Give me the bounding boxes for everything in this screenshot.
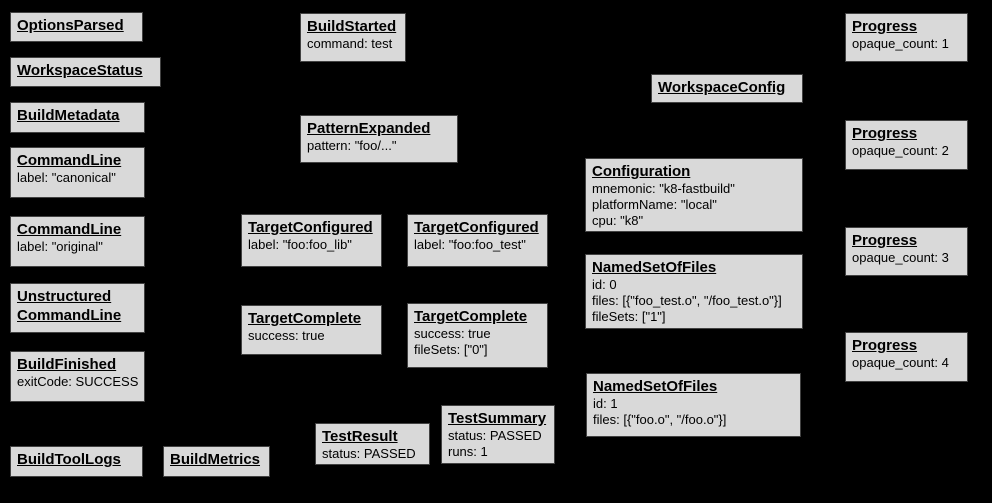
box-field: opaque_count: 2 [852,143,949,158]
box-target-complete-foo-lib: TargetComplete success: true [241,305,382,355]
box-title: TargetComplete [414,308,528,325]
box-field: files: [{"foo_test.o", "/foo_test.o"}] [592,293,782,308]
box-field: label: "foo:foo_lib" [248,237,352,252]
box-title: TargetComplete [248,310,362,327]
box-field: opaque_count: 4 [852,355,949,370]
box-field: mnemonic: "k8-fastbuild" [592,181,735,196]
box-named-set-of-files-1: NamedSetOfFiles id: 1 files: [{"foo.o", … [586,373,801,437]
box-title: Unstructured CommandLine [17,288,122,324]
box-field: success: true [414,326,491,341]
box-build-started: BuildStarted command: test [300,13,406,62]
box-title: PatternExpanded [307,120,431,137]
box-test-result: TestResult status: PASSED [315,423,430,465]
box-title: WorkspaceStatus [17,62,143,79]
box-build-finished: BuildFinished exitCode: SUCCESS [10,351,145,402]
box-title: Configuration [592,163,691,180]
box-field: status: PASSED [448,428,542,443]
box-command-line-canonical: CommandLine label: "canonical" [10,147,145,198]
box-title: TargetConfigured [248,219,373,236]
box-build-tool-logs: BuildToolLogs [10,446,143,477]
box-title: BuildMetadata [17,107,120,124]
box-build-metadata: BuildMetadata [10,102,145,133]
box-field: label: "foo:foo_test" [414,237,526,252]
box-field: opaque_count: 1 [852,36,949,51]
box-title: CommandLine [17,152,122,169]
box-field: label: "original" [17,239,103,254]
box-pattern-expanded: PatternExpanded pattern: "foo/..." [300,115,458,163]
box-progress-3: Progress opaque_count: 3 [845,227,968,276]
box-target-complete-foo-test: TargetComplete success: true fileSets: [… [407,303,548,368]
box-field: pattern: "foo/..." [307,138,397,153]
box-title: WorkspaceConfig [658,79,786,96]
box-progress-2: Progress opaque_count: 2 [845,120,968,170]
box-named-set-of-files-0: NamedSetOfFiles id: 0 files: [{"foo_test… [585,254,803,329]
box-workspace-config: WorkspaceConfig [651,74,803,103]
box-title: Progress [852,337,918,354]
box-title: TargetConfigured [414,219,539,236]
box-configuration: Configuration mnemonic: "k8-fastbuild" p… [585,158,803,232]
box-build-metrics: BuildMetrics [163,446,270,477]
box-title: Progress [852,125,918,142]
box-field: exitCode: SUCCESS [17,374,139,389]
box-field: id: 1 [593,396,618,411]
box-field: status: PASSED [322,446,416,461]
box-title: BuildFinished [17,356,117,373]
box-title: NamedSetOfFiles [593,378,718,395]
box-command-line-original: CommandLine label: "original" [10,216,145,267]
box-field: platformName: "local" [592,197,717,212]
box-unstructured-command-line: Unstructured CommandLine [10,283,145,333]
box-field: label: "canonical" [17,170,116,185]
box-field: command: test [307,36,393,51]
box-title: NamedSetOfFiles [592,259,717,276]
box-field: success: true [248,328,325,343]
box-workspace-status: WorkspaceStatus [10,57,161,87]
box-title: Progress [852,232,918,249]
box-title: TestResult [322,428,398,445]
box-field: opaque_count: 3 [852,250,949,265]
box-title: BuildStarted [307,18,397,35]
box-test-summary: TestSummary status: PASSED runs: 1 [441,405,555,464]
box-target-configured-foo-lib: TargetConfigured label: "foo:foo_lib" [241,214,382,267]
box-options-parsed: OptionsParsed [10,12,143,42]
box-title: BuildToolLogs [17,451,121,468]
box-title: TestSummary [448,410,547,427]
box-field: fileSets: ["0"] [414,342,488,357]
box-field: cpu: "k8" [592,213,644,228]
box-title: OptionsParsed [17,17,124,34]
box-progress-4: Progress opaque_count: 4 [845,332,968,382]
box-target-configured-foo-test: TargetConfigured label: "foo:foo_test" [407,214,548,267]
box-field: runs: 1 [448,444,488,459]
box-field: id: 0 [592,277,617,292]
box-title: Progress [852,18,918,35]
box-field: files: [{"foo.o", "/foo.o"}] [593,412,727,427]
box-progress-1: Progress opaque_count: 1 [845,13,968,62]
box-title: BuildMetrics [170,451,261,468]
box-title: CommandLine [17,221,122,238]
box-field: fileSets: ["1"] [592,309,666,324]
